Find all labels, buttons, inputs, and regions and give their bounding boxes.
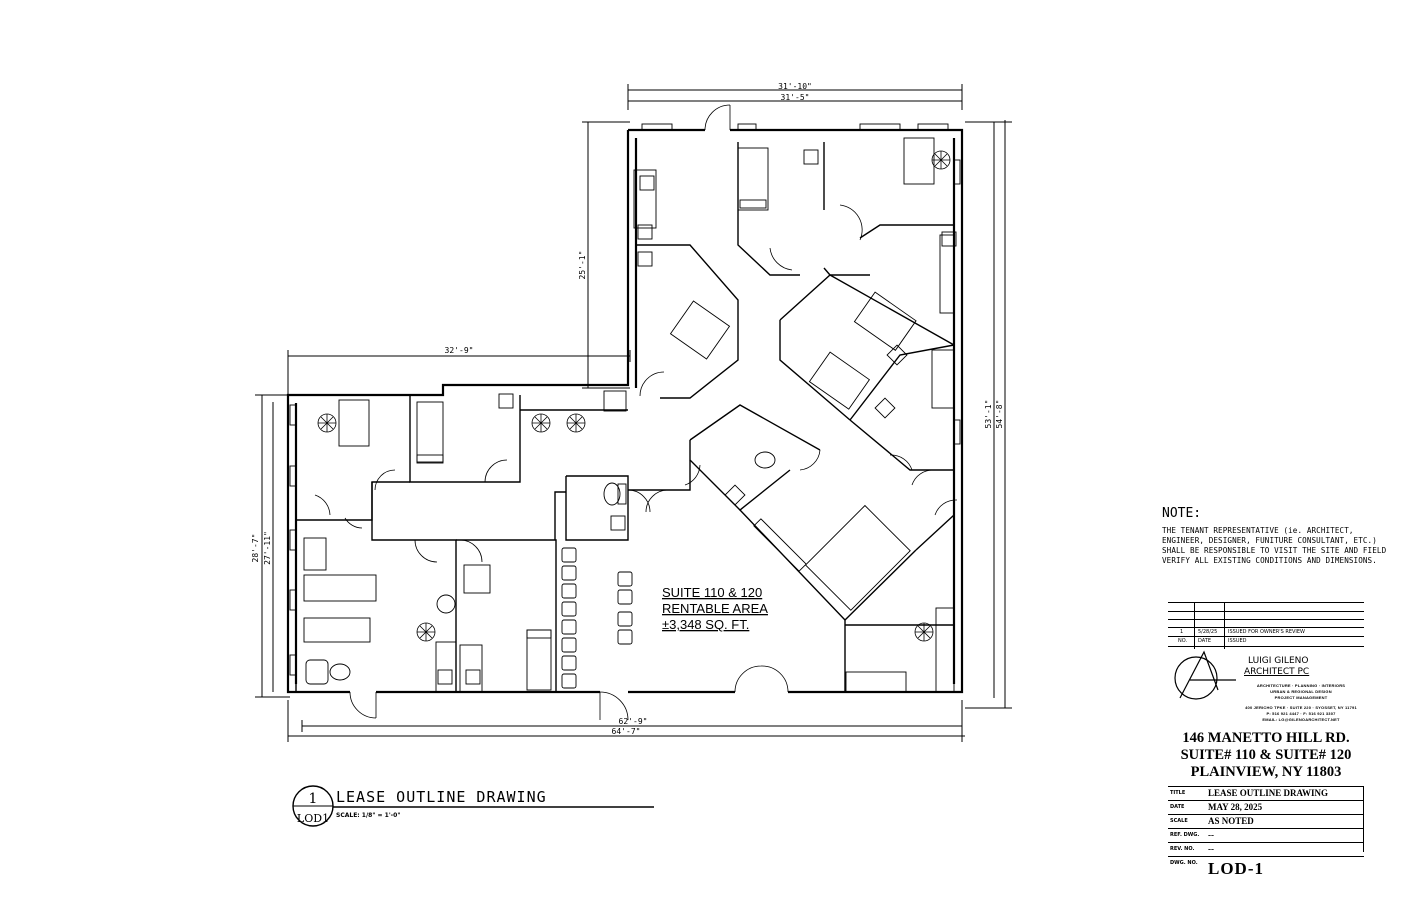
rev-date: 5/28/25 (1198, 629, 1218, 635)
drawing-title: LEASE OUTLINE DRAWING (336, 788, 547, 806)
note-heading: NOTE: (1162, 506, 1202, 521)
dwg-value: LOD-1 (1208, 859, 1264, 878)
dim-left-inner: 27'-11" (263, 531, 272, 565)
dim-bottom-outer: 64'-7" (612, 727, 641, 736)
project-address: 146 MANETTO HILL RD. SUITE# 110 & SUITE#… (1160, 730, 1372, 781)
title-block: TITLE LEASE OUTLINE DRAWING DATE MAY 28,… (1168, 786, 1364, 881)
title-value: LEASE OUTLINE DRAWING (1208, 788, 1329, 798)
note-body: THE TENANT REPRESENTATIVE (ie. ARCHITECT… (1162, 526, 1387, 565)
scale-label: SCALE (1170, 818, 1188, 824)
rev-header-date: DATE (1198, 638, 1212, 644)
ref-value: -- (1208, 830, 1214, 840)
firm-block: LUIGI GILENO ARCHITECT PC ARCHITECTURE ·… (1170, 650, 1366, 722)
revision-table: 1 5/28/25 ISSUED FOR OWNER'S REVIEW NO. … (1168, 602, 1364, 649)
firm-phone: P: 516 921 4447 · F: 516 921 3307 (1266, 711, 1336, 716)
rev-header-issued: ISSUED (1228, 638, 1247, 644)
dim-bottom-inner: 62'-9" (619, 717, 648, 726)
dwg-label: DWG. NO. (1170, 860, 1198, 866)
dim-top-inner: 31'-5" (781, 93, 810, 102)
suite-label-line2: RENTABLE AREA (662, 601, 768, 616)
scale-value: AS NOTED (1208, 816, 1254, 826)
dim-left-outer: 28'-7" (251, 534, 260, 563)
rev-header-no: NO. (1178, 638, 1188, 644)
drawing-number: 1 (309, 791, 318, 807)
rev-value: -- (1208, 844, 1214, 854)
suite-label-line3: ±3,348 SQ. FT. (662, 617, 749, 632)
title-label: TITLE (1170, 790, 1186, 796)
firm-name-line2: ARCHITECT PC (1244, 667, 1310, 677)
firm-email: EMAIL: LG@GILENOARCHITECT.NET (1262, 717, 1340, 722)
project-address-line1: 146 MANETTO HILL RD. (1182, 730, 1350, 746)
project-address-line2: SUITE# 110 & SUITE# 120 (1180, 747, 1352, 763)
firm-services2: URBAN & REGIONAL DESIGN (1270, 689, 1332, 694)
rev-label: REV. NO. (1170, 846, 1195, 852)
firm-name-line1: LUIGI GILENO (1248, 656, 1309, 666)
date-value: MAY 28, 2025 (1208, 802, 1263, 812)
firm-services3: PROJECT MANAGEMENT (1274, 695, 1328, 700)
note-block: NOTE: THE TENANT REPRESENTATIVE (ie. ARC… (1162, 506, 1392, 566)
dim-right-inner: 53'-1" (984, 400, 993, 429)
dim-left-upper: 25'-1" (578, 251, 587, 280)
dim-mid-horizontal: 32'-9" (445, 346, 474, 355)
ref-label: REF. DWG. (1170, 832, 1200, 838)
suite-label-line1: SUITE 110 & 120 (662, 585, 762, 600)
firm-address: 400 JERICHO TPKE · SUITE 220 · SYOSSET, … (1245, 705, 1357, 710)
drawing-scale: SCALE: 1/8" = 1'-0" (336, 812, 401, 819)
dim-top-outer: 31'-10" (778, 82, 812, 91)
drawing-sheet: LOD1 (297, 812, 329, 825)
rev-no: 1 (1180, 629, 1184, 635)
firm-services1: ARCHITECTURE · PLANNING · INTERIORS (1256, 683, 1346, 688)
dim-right-outer: 54'-8" (995, 400, 1004, 429)
project-address-line3: PLAINVIEW, NY 11803 (1190, 764, 1342, 780)
rev-issued: ISSUED FOR OWNER'S REVIEW (1228, 629, 1305, 635)
date-label: DATE (1170, 804, 1185, 810)
